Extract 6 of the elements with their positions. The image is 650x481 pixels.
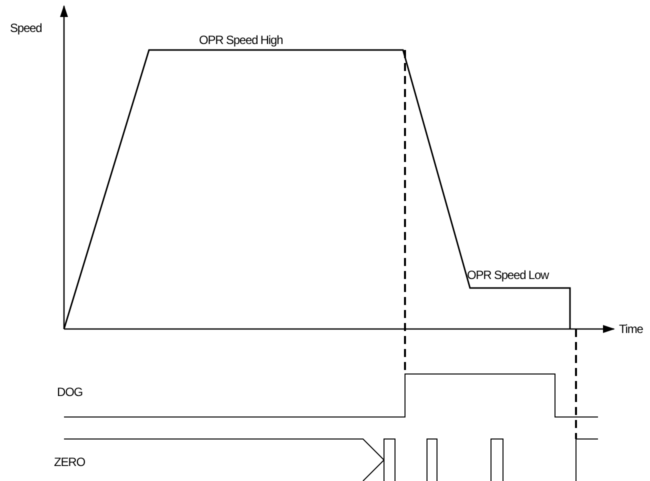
speed-label: OPR Speed Low (467, 268, 549, 282)
axis-label: Speed (10, 21, 42, 35)
speed-label: OPR Speed High (199, 33, 283, 47)
signal-label: ZERO (54, 455, 85, 469)
axis-label: Time (619, 322, 643, 336)
signal-label: DOG (57, 385, 83, 399)
